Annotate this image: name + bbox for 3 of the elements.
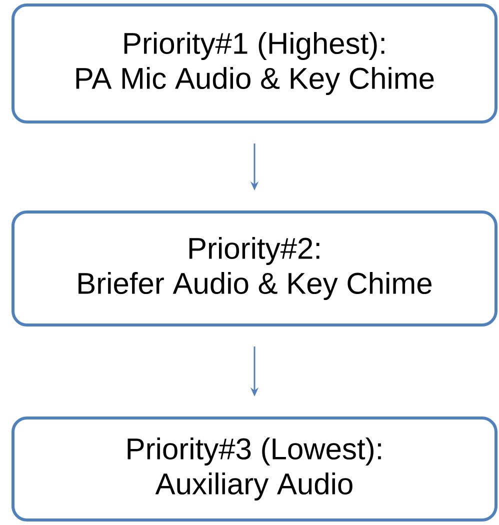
priority-box: Priority#2: Briefer Audio & Key Chime (12, 210, 498, 326)
priority-box: Priority#3 (Lowest): Auxiliary Audio (12, 416, 498, 522)
priority-box: Priority#1 (Highest): PA Mic Audio & Key Chime (12, 4, 498, 124)
